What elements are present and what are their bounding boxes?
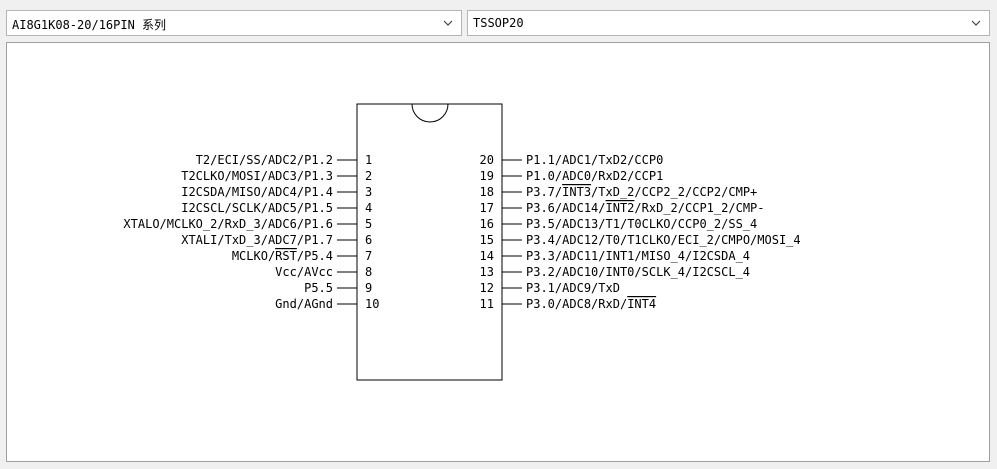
pin-number: 19 bbox=[480, 169, 494, 183]
pin-label: P3.3/ADC11/INT1/MISO_4/I2CSDA_4 bbox=[526, 249, 750, 263]
pin-label: Gnd/AGnd bbox=[275, 297, 333, 311]
pinout-panel: 1 T2/ECI/SS/ADC2/P1.2 2 T2CLKO/MOSI/ADC3/P1… bbox=[6, 42, 990, 462]
pin-label: Vcc/AVcc bbox=[275, 265, 333, 279]
package-select[interactable]: TSSOP20 bbox=[467, 10, 990, 36]
pin-number: 17 bbox=[480, 201, 494, 215]
chip-notch bbox=[411, 103, 449, 123]
series-select-value: AI8G1K08-20/16PIN 系列 bbox=[12, 18, 167, 32]
pin-label: P3.5/ADC13/T1/T0CLKO/CCP0_2/SS_4 bbox=[526, 217, 757, 231]
package-select-value: TSSOP20 bbox=[473, 16, 524, 30]
pin-number: 6 bbox=[365, 233, 372, 247]
series-select[interactable]: AI8G1K08-20/16PIN 系列 bbox=[6, 10, 462, 36]
pin-number: 3 bbox=[365, 185, 372, 199]
pin-number: 15 bbox=[480, 233, 494, 247]
pin-label: P3.0/ADC8/RxD/INT4 bbox=[526, 297, 656, 311]
pin-number: 2 bbox=[365, 169, 372, 183]
pin-number: 4 bbox=[365, 201, 372, 215]
pin-label: P3.7/INT3/TxD_2/CCP2_2/CCP2/CMP+ bbox=[526, 185, 757, 199]
pin-number: 7 bbox=[365, 249, 372, 263]
pin-number: 9 bbox=[365, 281, 372, 295]
pin-number: 12 bbox=[480, 281, 494, 295]
pin-number: 20 bbox=[480, 153, 494, 167]
pin-label: P1.1/ADC1/TxD2/CCP0 bbox=[526, 153, 663, 167]
pin-label: P3.1/ADC9/TxD bbox=[526, 281, 620, 295]
pin-number: 14 bbox=[480, 249, 494, 263]
pin-label: P1.0/ADC0/RxD2/CCP1 bbox=[526, 169, 663, 183]
pin-number: 8 bbox=[365, 265, 372, 279]
chip-pinout-diagram: 1 T2/ECI/SS/ADC2/P1.2 2 T2CLKO/MOSI/ADC3/P1… bbox=[123, 103, 801, 381]
pin-label: MCLKO/RST/P5.4 bbox=[232, 249, 333, 263]
pin-label: XTALO/MCLKO_2/RxD_3/ADC6/P1.6 bbox=[123, 217, 333, 231]
pin-number: 1 bbox=[365, 153, 372, 167]
pin-label: P3.4/ADC12/T0/T1CLKO/ECI_2/CMPO/MOSI_4 bbox=[526, 233, 801, 247]
pin-label: T2/ECI/SS/ADC2/P1.2 bbox=[196, 153, 333, 167]
pin-label: P3.2/ADC10/INT0/SCLK_4/I2CSCL_4 bbox=[526, 265, 750, 279]
pin-number: 5 bbox=[365, 217, 372, 231]
pin-number: 16 bbox=[480, 217, 494, 231]
chevron-down-icon bbox=[971, 20, 981, 26]
pin-label: I2CSDA/MISO/ADC4/P1.4 bbox=[181, 185, 333, 199]
pin-label: XTALI/TxD_3/ADC7/P1.7 bbox=[181, 233, 333, 247]
pin-label: P3.6/ADC14/INT2/RxD_2/CCP1_2/CMP- bbox=[526, 201, 765, 215]
chip-body bbox=[356, 103, 503, 381]
pin-label: T2CLKO/MOSI/ADC3/P1.3 bbox=[181, 169, 333, 183]
pin-number: 10 bbox=[365, 297, 379, 311]
pin-number: 18 bbox=[480, 185, 494, 199]
chevron-down-icon bbox=[443, 20, 453, 26]
pin-number: 13 bbox=[480, 265, 494, 279]
pin-label: P5.5 bbox=[304, 281, 333, 295]
pin-label: I2CSCL/SCLK/ADC5/P1.5 bbox=[181, 201, 333, 215]
pin-number: 11 bbox=[480, 297, 494, 311]
